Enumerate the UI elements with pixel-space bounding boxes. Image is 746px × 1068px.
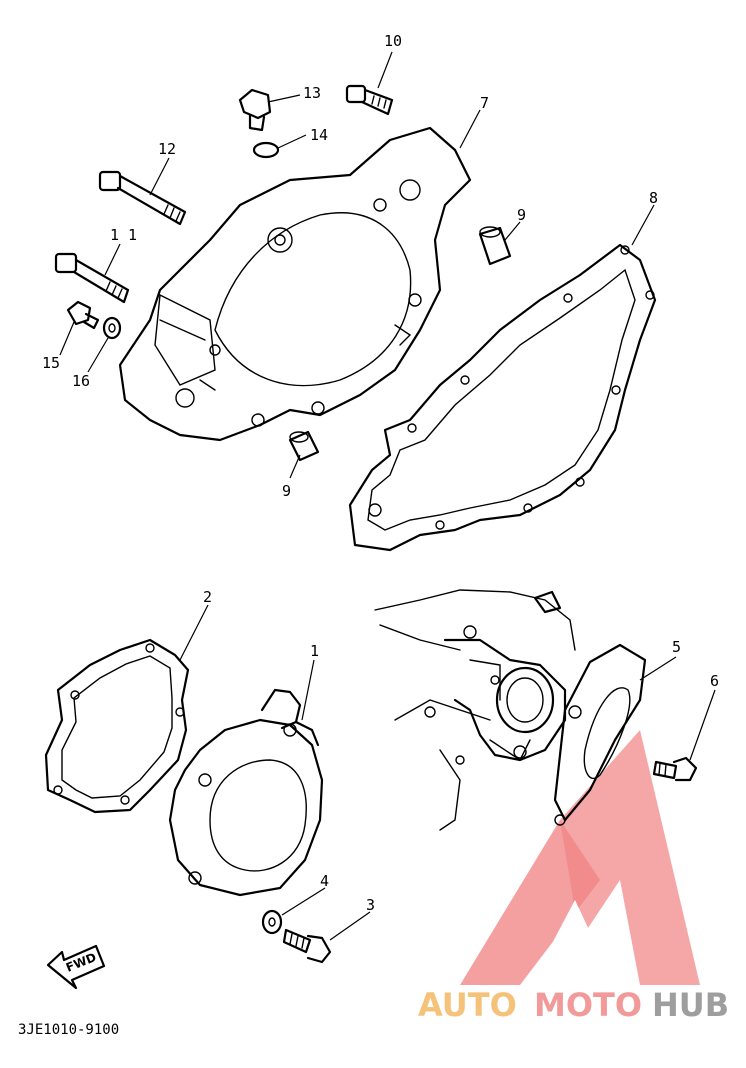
- callout-5: 5: [672, 638, 681, 656]
- part-16-washer: [102, 316, 122, 340]
- part-2-cover-gasket: [44, 638, 190, 814]
- callout-13: 13: [303, 84, 321, 102]
- part-4-washer: [261, 909, 283, 935]
- part-6-bolt: [652, 756, 698, 782]
- callout-4: 4: [320, 872, 329, 890]
- callout-16: 16: [72, 372, 90, 390]
- watermark-triangle-left: [460, 820, 600, 985]
- part-5-small-cover: [553, 643, 647, 826]
- fwd-arrow: FWD: [46, 944, 106, 990]
- callout-11: 1 1: [110, 226, 137, 244]
- part-13-plug: [238, 88, 272, 132]
- watermark-wordmark: AUTO MOTO HUB: [418, 986, 729, 1024]
- callout-14: 14: [310, 126, 328, 144]
- watermark-logo: [460, 730, 700, 985]
- part-3-bolt: [282, 928, 332, 964]
- callout-8: 8: [649, 189, 658, 207]
- watermark-word-hub: HUB: [652, 986, 729, 1024]
- callout-labels: 10 13 14 12 1 1 7 9 8 15 16 9 2 1 5 6 4 …: [42, 32, 719, 914]
- watermark-word-moto: MOTO: [534, 986, 642, 1024]
- callout-9-lower: 9: [282, 482, 291, 500]
- part-15-small-bolt: [66, 300, 100, 330]
- part-9-dowel-pin-upper: [478, 226, 512, 266]
- callout-1: 1: [310, 642, 319, 660]
- part-12-long-bolt: [98, 170, 187, 226]
- part-7-crankcase-cover: [118, 126, 472, 442]
- watermark-triangle-inner: [530, 900, 615, 985]
- callout-6: 6: [710, 672, 719, 690]
- part-11-bolt: [54, 252, 130, 304]
- diagram-part-code: 3JE1010-9100: [18, 1022, 119, 1038]
- part-1-generator-cover: [168, 688, 324, 897]
- leader-lines: [59, 51, 716, 941]
- callout-9-upper: 9: [517, 206, 526, 224]
- part-9-dowel-pin-lower: [288, 430, 320, 462]
- callout-3: 3: [366, 896, 375, 914]
- part-14-o-ring: [252, 141, 280, 159]
- callout-2: 2: [203, 588, 212, 606]
- callout-12: 12: [158, 140, 176, 158]
- engine-case-outline: [374, 589, 576, 831]
- watermark-word-auto: AUTO: [418, 986, 517, 1024]
- callout-15: 15: [42, 354, 60, 372]
- callout-7: 7: [480, 94, 489, 112]
- part-8-gasket: [348, 243, 657, 552]
- part-10-bolt: [345, 84, 394, 116]
- callout-10: 10: [384, 32, 402, 50]
- watermark-triangle-right: [560, 730, 700, 985]
